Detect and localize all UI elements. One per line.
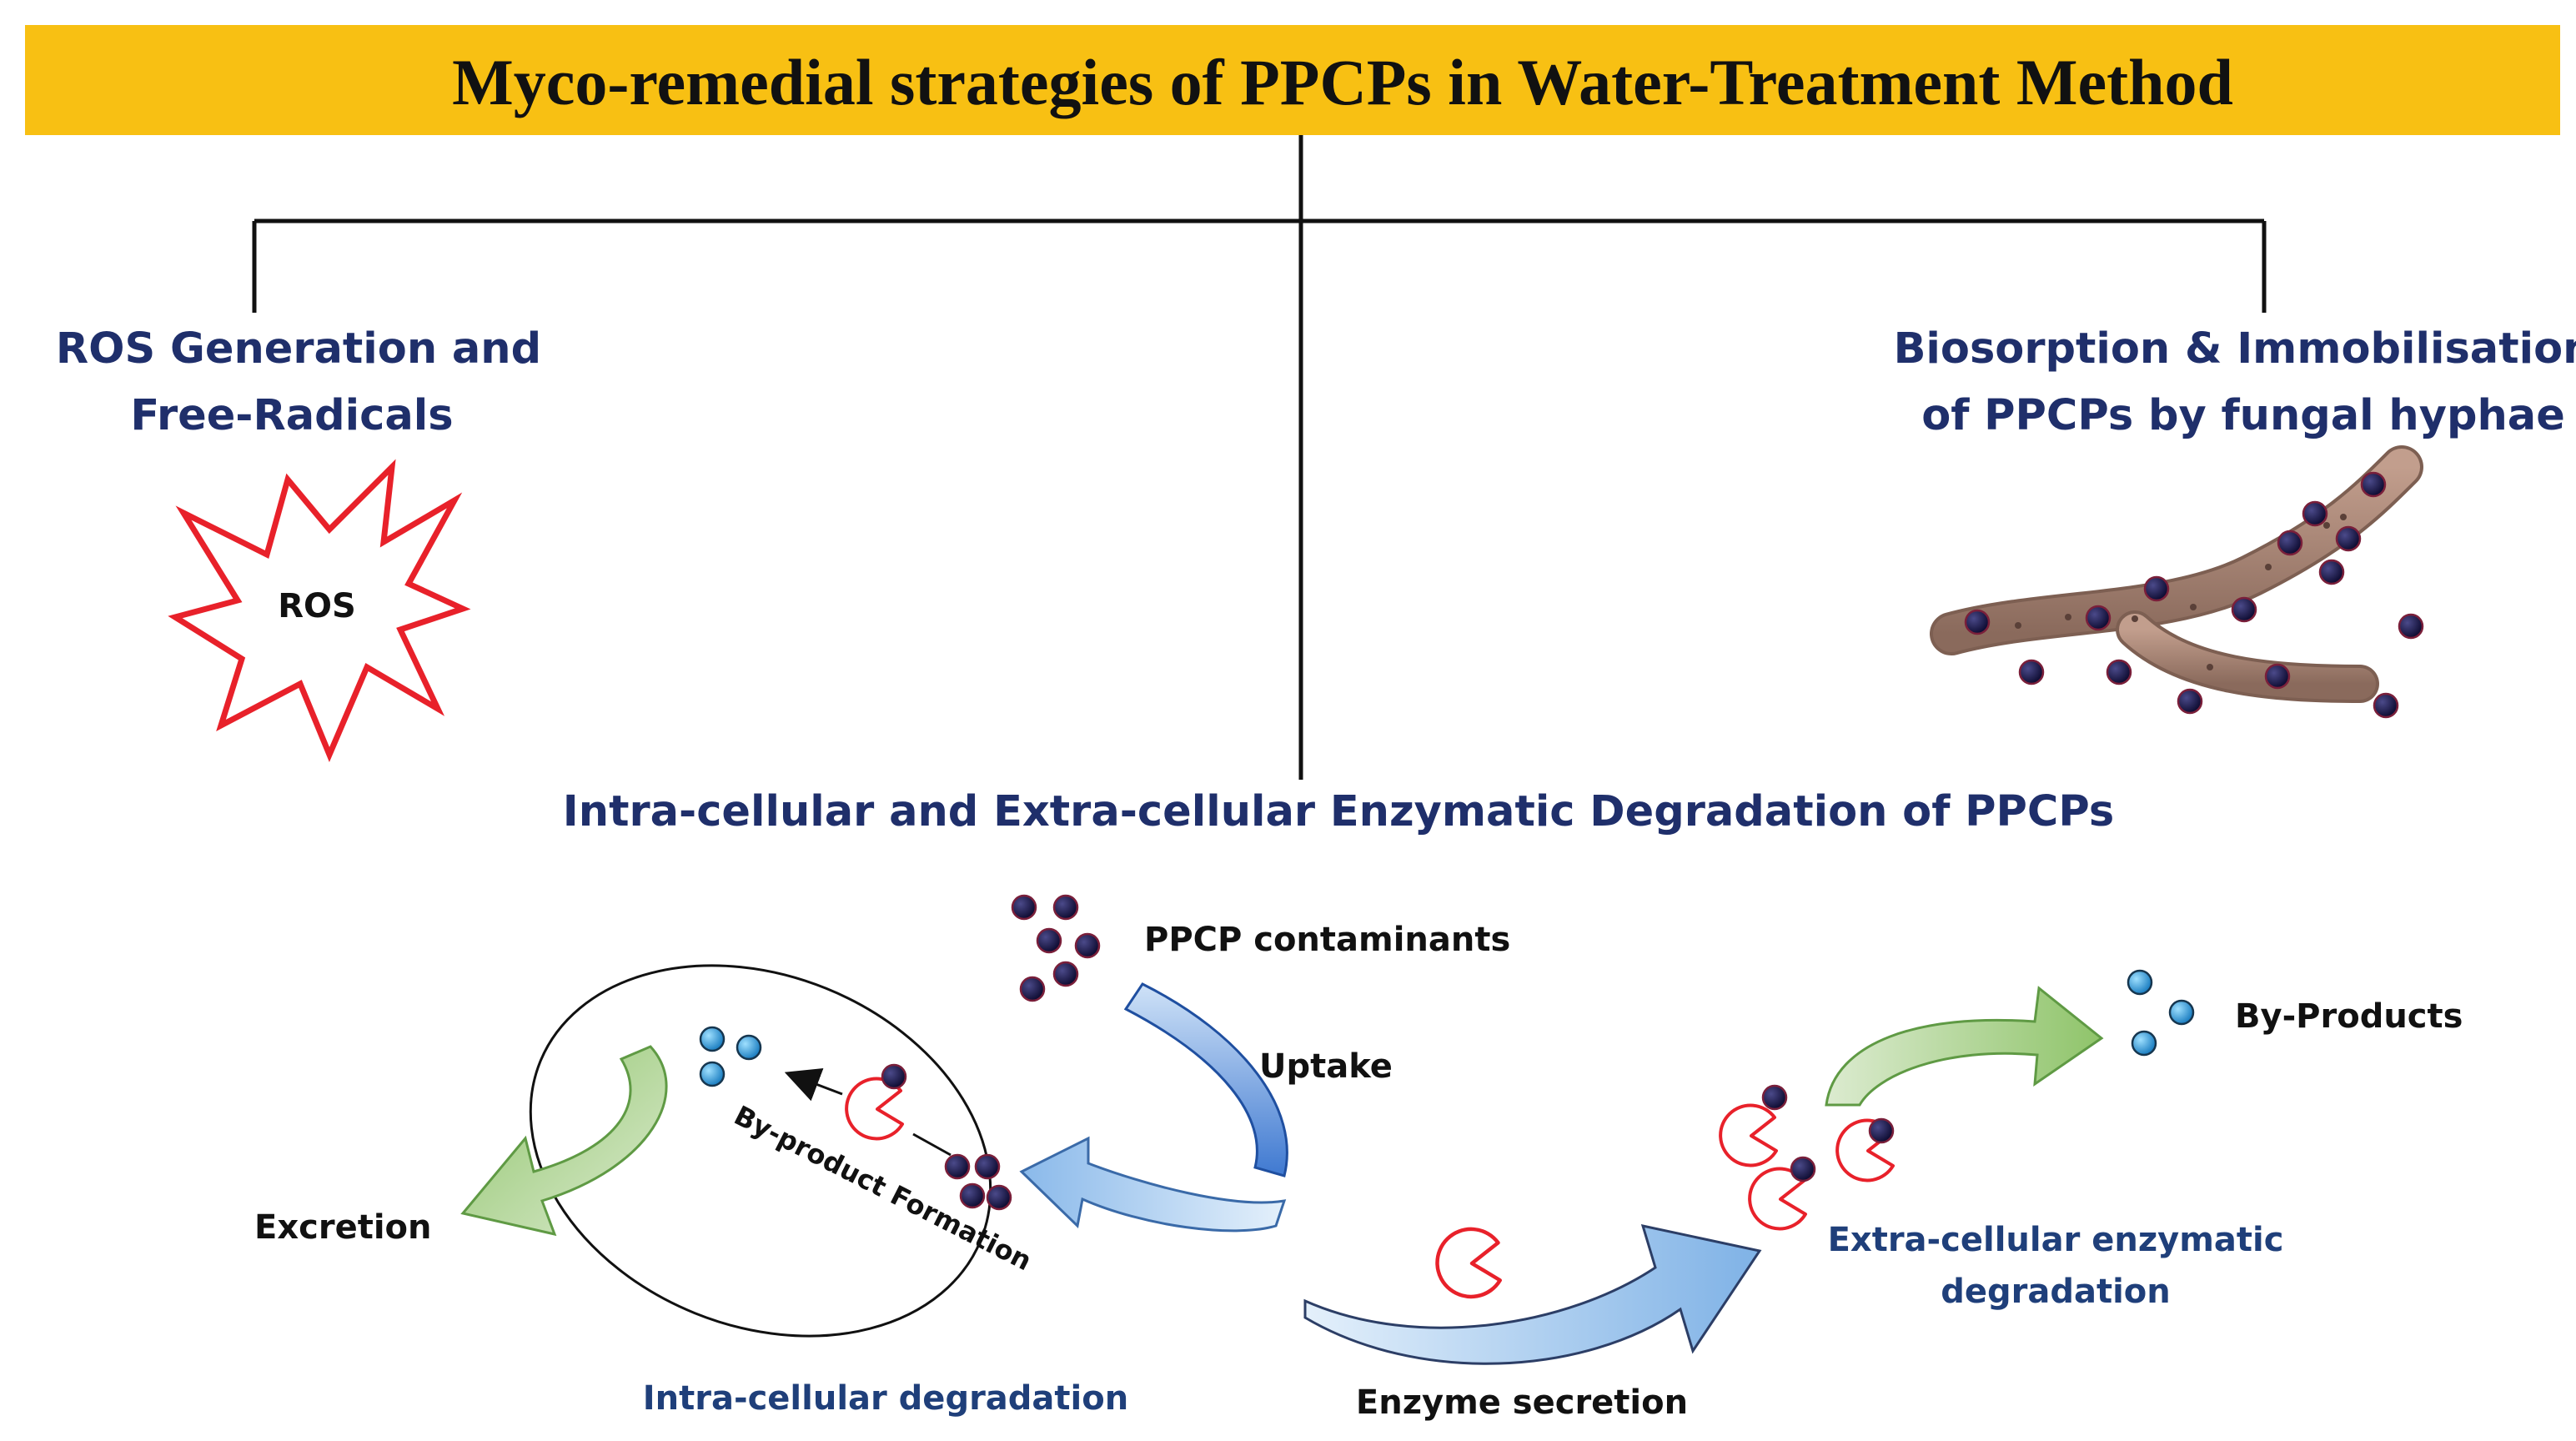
adsorbed-ppcp [2302, 500, 2328, 527]
fungal-hyphae-illustration [1930, 445, 2424, 719]
enzymatic-degradation-heading: Intra-cellular and Extra-cellular Enzyma… [563, 787, 2114, 836]
into-cell-arrow [1019, 1136, 1287, 1233]
intracellular-byproduct [699, 1026, 726, 1052]
intracellular-ppcp [974, 1153, 1001, 1180]
intracellular-byproduct [699, 1061, 726, 1087]
uptake-label: Uptake [1259, 1047, 1393, 1086]
enzyme-secretion-label: Enzyme secretion [1356, 1383, 1688, 1422]
adsorbed-ppcp [2018, 659, 2045, 685]
adsorbed-ppcp [2318, 559, 2345, 585]
ros-burst-label: ROS [278, 587, 356, 625]
extracellular-enzyme-cluster [1719, 1084, 1895, 1231]
connector-tree [252, 135, 2267, 780]
enzyme-secretion-arrow [1303, 1224, 1762, 1365]
byproducts-label: By-Products [2235, 997, 2463, 1036]
adsorbed-ppcp [2335, 525, 2362, 552]
adsorbed-ppcp [1964, 609, 1991, 635]
secreted-enzyme-icon [1438, 1229, 1500, 1297]
ppcp-contaminants-label: PPCP contaminants [1144, 921, 1510, 959]
ros-burst-icon [168, 459, 471, 763]
adsorbed-ppcp [2143, 575, 2170, 602]
excretion-label: Excretion [254, 1208, 431, 1247]
title-band [25, 25, 2560, 135]
to-byproducts-arrow [1825, 986, 2104, 1107]
adsorbed-ppcp [2277, 530, 2303, 556]
adsorbed-ppcp [2264, 663, 2291, 690]
fungal-cell [529, 964, 992, 1338]
intracellular-degradation-label: Intra-cellular degradation [643, 1379, 1128, 1418]
intracellular-ppcp [944, 1153, 971, 1180]
adsorbed-ppcp [2177, 688, 2203, 715]
bound-ppcp [881, 1063, 907, 1090]
byproduct-formation-arrow [784, 1068, 843, 1102]
ros-heading-line2: Free-Radicals [130, 391, 453, 440]
byproducts-cluster [2127, 969, 2195, 1057]
page-title: Myco-remedial strategies of PPCPs in Wat… [452, 46, 2233, 118]
adsorbed-ppcp [2373, 692, 2399, 719]
extracellular-degradation-label-line1: Extra-cellular enzymatic [1828, 1221, 2284, 1259]
adsorbed-ppcp [2106, 659, 2132, 685]
intracellular-ppcp [986, 1184, 1012, 1211]
extracellular-degradation-label-line2: degradation [1941, 1273, 2171, 1311]
adsorbed-ppcp [2085, 605, 2112, 631]
intracellular-ppcp [959, 1182, 986, 1209]
adsorbed-ppcp [2398, 613, 2424, 640]
adsorbed-ppcp [2231, 596, 2257, 623]
biosorption-heading-line2: of PPCPs by fungal hyphae [1921, 391, 2565, 440]
excretion-arrow [460, 1045, 668, 1237]
ros-heading-line1: ROS Generation and [56, 324, 541, 374]
ppcp-contaminants-cluster [1011, 894, 1101, 1002]
intracellular-byproduct [736, 1034, 762, 1061]
adsorbed-ppcp [2360, 471, 2387, 498]
uptake-arrow [1123, 982, 1288, 1177]
biosorption-heading-line1: Biosorption & Immobilisation [1894, 324, 2576, 374]
